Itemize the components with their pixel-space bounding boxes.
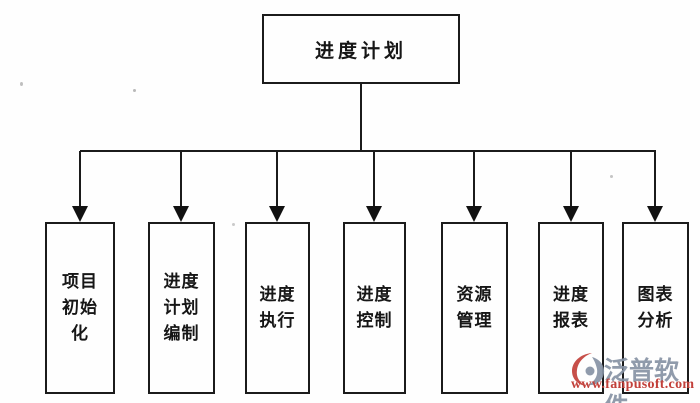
arrowhead-down-icon (72, 206, 88, 222)
connector-bus (80, 150, 656, 152)
node-child-project-init: 项目 初始 化 (45, 222, 115, 394)
node-child-plan-compilation: 进度 计划 编制 (148, 222, 215, 394)
node-label: 进度 计划 编制 (163, 272, 200, 343)
connector-drop-5 (473, 151, 475, 208)
node-label: 进度 执行 (259, 285, 296, 330)
node-label: 进度 报表 (553, 285, 589, 330)
node-child-schedule-report: 进度 报表 (538, 222, 604, 394)
node-root: 进度计划 (262, 14, 460, 84)
connector-drop-1 (79, 151, 81, 208)
arrowhead-down-icon (269, 206, 285, 222)
node-label: 项目 初始 化 (62, 272, 98, 343)
scan-speck (133, 89, 136, 92)
arrowhead-down-icon (563, 206, 579, 222)
arrowhead-down-icon (173, 206, 189, 222)
scan-speck (610, 175, 613, 178)
connector-drop-2 (180, 151, 182, 208)
connector-drop-7 (654, 151, 656, 208)
node-label: 图表 分析 (637, 285, 674, 330)
node-label: 资源 管理 (456, 285, 493, 330)
connector-stem (360, 84, 362, 151)
connector-drop-4 (373, 151, 375, 208)
node-child-chart-analysis: 图表 分析 (622, 222, 689, 394)
arrowhead-down-icon (466, 206, 482, 222)
node-child-schedule-control: 进度 控制 (343, 222, 406, 394)
node-label: 进度 控制 (356, 285, 393, 330)
node-child-resource-management: 资源 管理 (441, 222, 508, 394)
connector-drop-3 (276, 151, 278, 208)
arrowhead-down-icon (366, 206, 382, 222)
node-child-schedule-execution: 进度 执行 (245, 222, 310, 394)
scan-speck (20, 82, 23, 86)
node-root-label: 进度计划 (314, 40, 407, 62)
scan-speck (232, 223, 235, 226)
connector-drop-6 (570, 151, 572, 208)
arrowhead-down-icon (647, 206, 663, 222)
